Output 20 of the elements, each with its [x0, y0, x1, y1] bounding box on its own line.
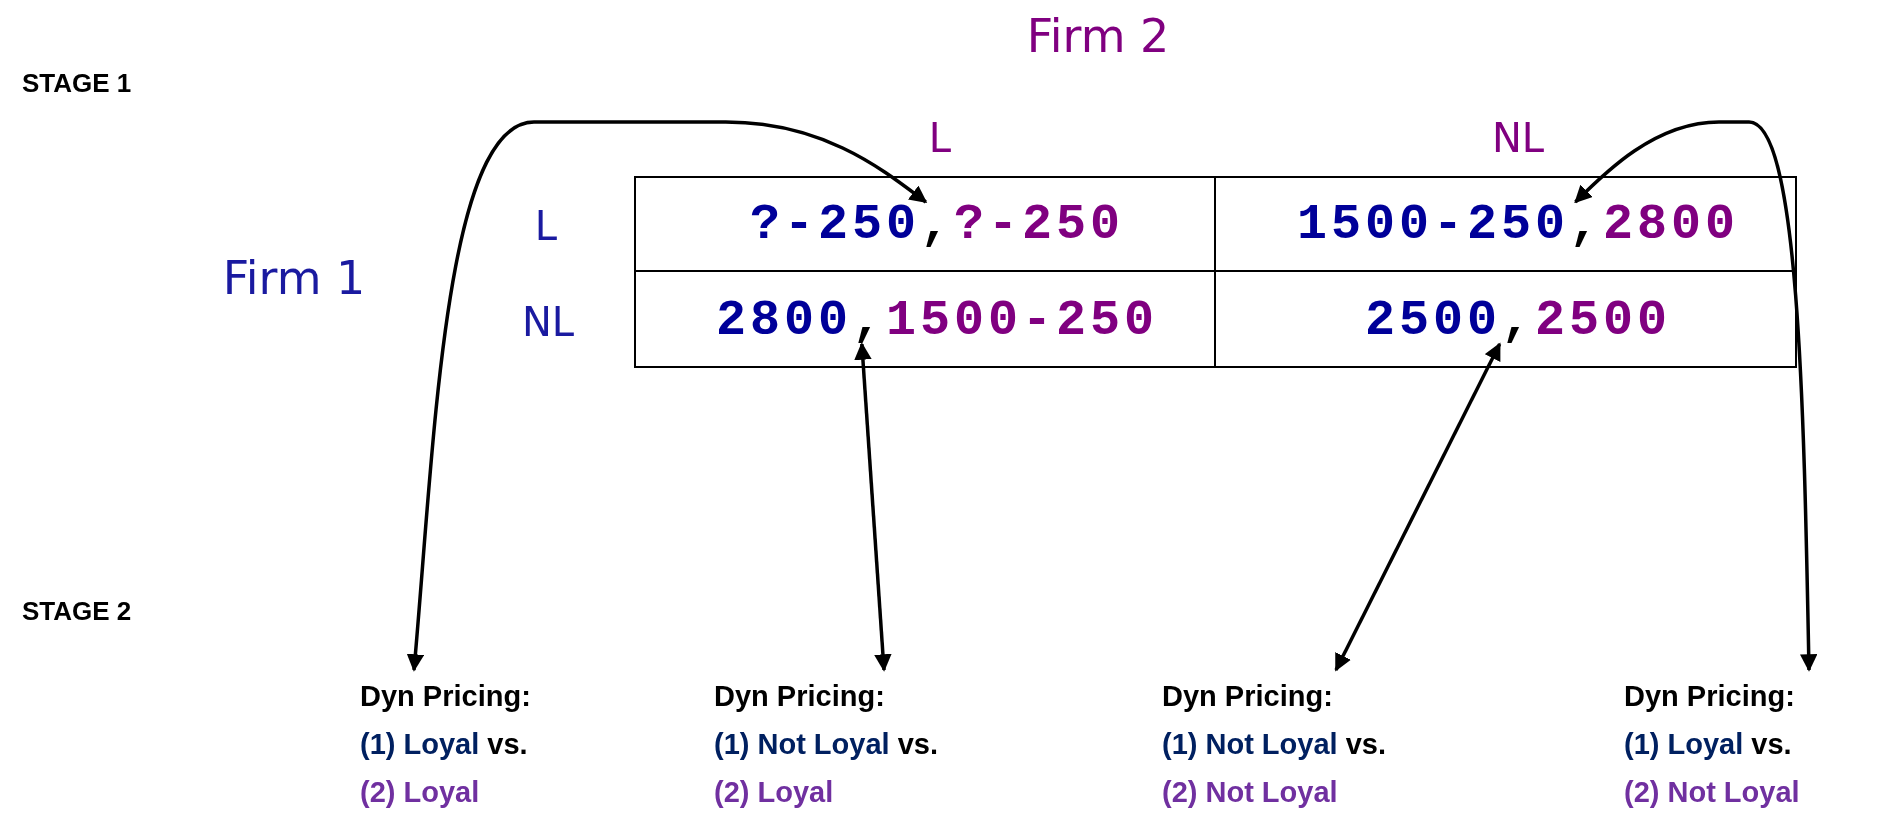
- column-header: NL: [1491, 118, 1545, 158]
- payoff-pair: 1500-250,2800: [1296, 200, 1740, 250]
- arrow: [854, 342, 892, 672]
- stage-note: Dyn Pricing: (1) Loyal vs. (2) Not Loyal: [1624, 672, 1800, 816]
- stage-heading: STAGE 1: [22, 70, 132, 96]
- stage-note: Dyn Pricing: (1) Not Loyal vs. (2) Not Loyal: [1162, 672, 1386, 816]
- payoff-pair: 2800,1500-250: [715, 296, 1159, 346]
- stage-note: Dyn Pricing: (1) Not Loyal vs. (2) Loyal: [714, 672, 938, 816]
- payoff-pair: 2500,2500: [1364, 296, 1672, 346]
- player-label: Firm 1: [222, 255, 366, 301]
- player-label: Firm 2: [1026, 13, 1170, 59]
- row-header: L: [534, 206, 558, 246]
- payoff-pair: ?-250,?-250: [749, 200, 1125, 250]
- arrow: [1334, 342, 1502, 672]
- arrow: [406, 120, 928, 672]
- stage-heading: STAGE 2: [22, 598, 132, 624]
- arrow: [1574, 120, 1818, 672]
- stage-note: Dyn Pricing: (1) Loyal vs. (2) Loyal: [360, 672, 531, 816]
- column-header: L: [928, 118, 952, 158]
- row-header: NL: [521, 302, 575, 342]
